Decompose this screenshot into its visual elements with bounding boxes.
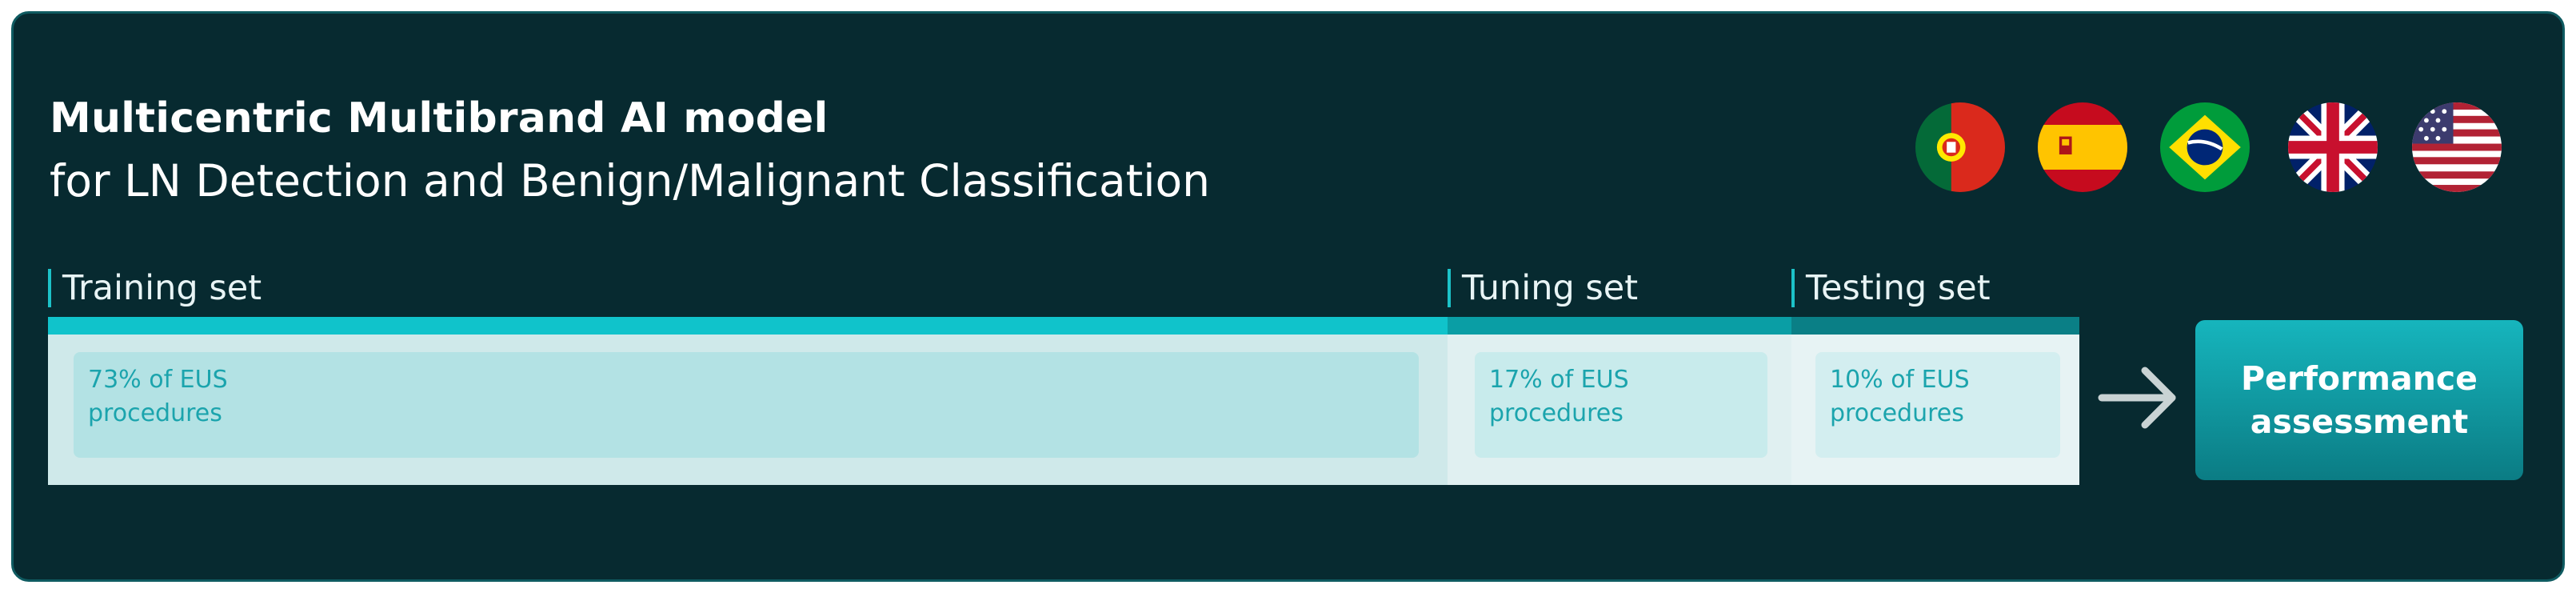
arrow-right-icon [2095,354,2183,442]
testing-set-box: 10% of EUS procedures [1815,352,2060,458]
performance-assessment-line1: Performance [2241,359,2478,398]
testing-set-share-text: 10% of EUS [1830,366,1970,394]
training-set-share-text: 73% of EUS [88,366,228,394]
training-set-box: 73% of EUS procedures [74,352,1419,458]
tuning-set-label: Tuning set [1448,269,1638,307]
uk-flag-icon [2288,102,2378,192]
brazil-flag-icon [2160,102,2250,192]
training-set-bar-header [48,317,1448,335]
tuning-set-box: 17% of EUS procedures [1475,352,1767,458]
diagram-title: Multicentric Multibrand AI model [50,94,829,142]
testing-set-bar-header [1791,317,2079,335]
testing-set-bar: 10% of EUS procedures [1791,317,2079,485]
testing-set-label: Testing set [1791,269,1991,307]
testing-set-unit-text: procedures [1830,399,1964,427]
performance-assessment-box: Performance assessment [2195,320,2523,480]
tuning-set-share-text: 17% of EUS [1489,366,1629,394]
tuning-set-bar-header [1448,317,1791,335]
tuning-set-unit-text: procedures [1489,399,1623,427]
diagram-panel [11,11,2565,582]
training-set-label: Training set [48,269,262,307]
tuning-set-bar: 17% of EUS procedures [1448,317,1791,485]
usa-flag-icon [2412,102,2502,192]
training-set-unit-text: procedures [88,399,222,427]
performance-assessment-line2: assessment [2250,403,2469,441]
diagram-subtitle: for LN Detection and Benign/Malignant Cl… [50,155,1211,206]
portugal-flag-icon [1915,102,2005,192]
spain-flag-icon [2038,102,2127,192]
training-set-bar: 73% of EUS procedures [48,317,1448,485]
